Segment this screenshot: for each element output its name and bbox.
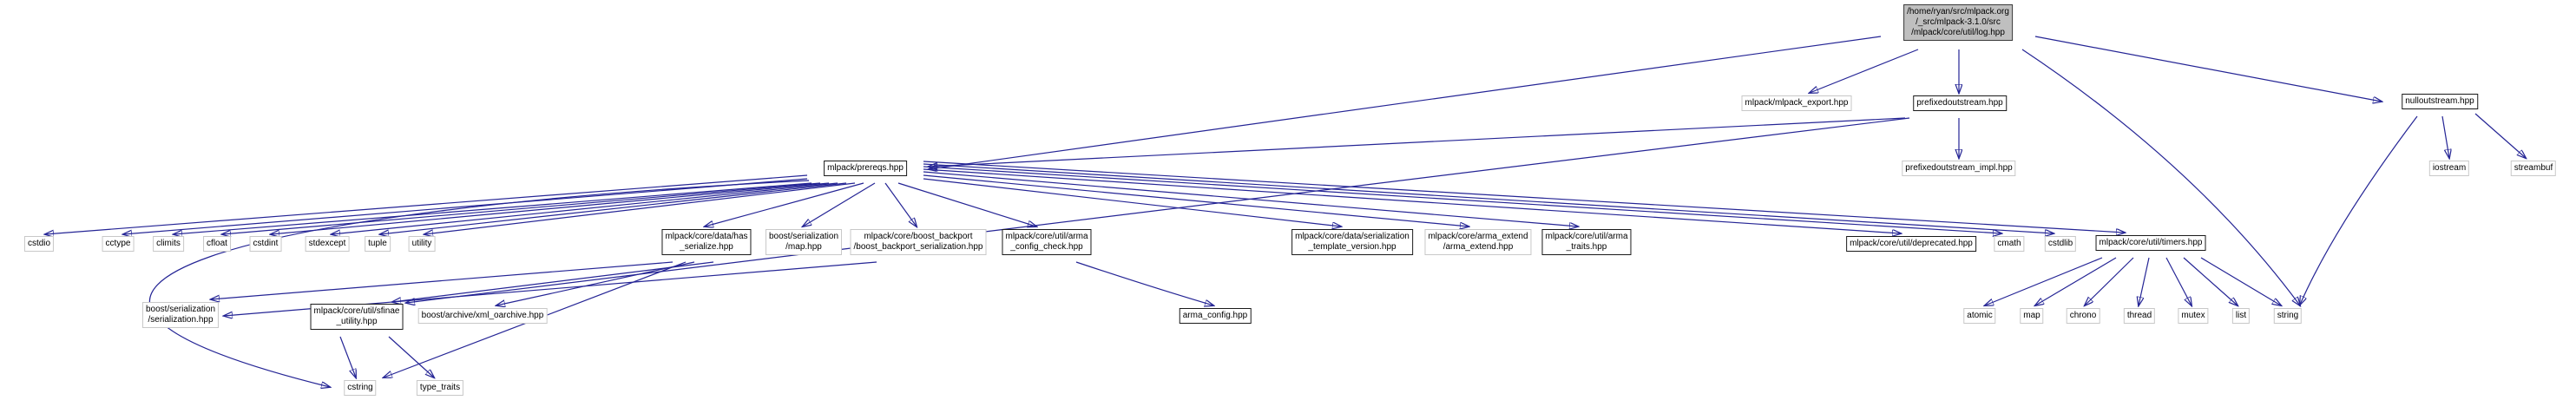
node-prereqs[interactable]: mlpack/prereqs.hpp [824,161,907,176]
edge-prereqs-to-cfloat [222,182,821,234]
edge-prereqs-to-cstdlib [923,163,2054,233]
node-type-traits: type_traits [416,380,464,396]
node-mutex: mutex [2178,308,2209,324]
node-thread: thread [2123,308,2156,324]
edge-log-to-string [2021,49,2300,305]
node-deprecated[interactable]: mlpack/core/util/deprecated.hpp [1846,236,1976,252]
edge-arma-config-check-to-arma-config [1075,261,1213,305]
node-atomic: atomic [1963,308,1996,324]
edge-prereqs-to-tuple [380,182,847,234]
node-cstdio: cstdio [23,236,55,252]
edge-has-serialize-to-xml-oarchive [496,261,695,305]
edge-log-to-nulloutstream [2034,36,2382,102]
node-streambuf: streambuf [2510,161,2557,176]
edge-log-to-prereqs [929,36,1882,169]
edge-timers-to-string [2200,257,2281,305]
edge-prereqs-to-boost-serialization-map [803,182,876,226]
edge-prereqs-to-cstdio [45,174,808,234]
node-has-serialize[interactable]: mlpack/core/data/has _serialize.hpp [661,229,752,255]
edge-prereqs-to-arma-extend [923,174,1469,226]
edge-log-to-mlpack-export [1810,49,1919,93]
node-cstdlib: cstdlib [2044,236,2077,252]
node-cfloat: cfloat [203,236,231,252]
edge-prereqs-to-arma-traits [923,171,1578,226]
node-stdexcept: stdexcept [305,236,350,252]
node-utility: utility [408,236,436,252]
edge-prereqs-to-cstring [148,180,810,387]
edge-prereqs-to-arma-config-check [897,182,1036,226]
edge-nulloutstream-to-string [2300,115,2418,305]
node-mlpack-export: mlpack/mlpack_export.hpp [1741,95,1852,111]
node-prefixedoutstream-impl: prefixedoutstream_impl.hpp [1902,161,2016,176]
edge-prereqs-to-has-serialize [705,182,864,226]
edge-timers-to-mutex [2165,257,2192,305]
edge-nulloutstream-to-streambuf [2474,113,2526,158]
node-boost-serialization-map: boost/serialization /map.hpp [765,229,843,255]
node-boost-serialization: boost/serialization /serialization.hpp [141,302,220,328]
edge-nulloutstream-to-iostream [2441,115,2449,158]
node-nulloutstream[interactable]: nulloutstream.hpp [2402,94,2478,109]
edge-prereqs-to-utility [424,182,856,234]
node-chrono: chrono [2066,308,2100,324]
edge-timers-to-chrono [2085,257,2134,305]
node-timers[interactable]: mlpack/core/util/timers.hpp [2095,235,2206,251]
node-xml-oarchive: boost/archive/xml_oarchive.hpp [417,308,548,324]
edge-prereqs-to-deprecated [923,168,1901,233]
edge-timers-to-thread [2139,257,2150,305]
node-cmath: cmath [1994,236,2025,252]
edge-timers-to-list [2183,257,2238,305]
edge-timers-to-map [2035,257,2117,305]
node-cstring: cstring [344,380,377,396]
node-climits: climits [153,236,184,252]
node-cctype: cctype [102,236,135,252]
node-arma-traits[interactable]: mlpack/core/util/arma _traits.hpp [1541,229,1632,255]
node-arma-config-check[interactable]: mlpack/core/util/arma _config_check.hpp [1002,229,1092,255]
node-arma-extend: mlpack/core/arma_extend /arma_extend.hpp [1424,229,1532,255]
edge-prefixedoutstream-to-sfinae-utility [406,117,1910,303]
node-list: list [2231,308,2251,324]
edge-prereqs-to-cstdint [271,182,830,234]
edge-timers-to-atomic [1985,257,2103,305]
node-log: /home/ryan/src/mlpack.org /_src/mlpack-3… [1903,4,2013,41]
edge-prereqs-to-cmath [923,166,2001,233]
node-arma-config[interactable]: arma_config.hpp [1179,308,1252,324]
node-iostream: iostream [2428,161,2470,176]
edge-prereqs-to-boost-backport-serialization [884,182,917,226]
edge-sfinae-utility-to-type-traits [388,336,434,377]
node-sfinae-utility[interactable]: mlpack/core/util/sfinae _utility.hpp [310,304,404,330]
edge-prereqs-to-climits [174,182,812,234]
node-boost-backport-serialization: mlpack/core/boost_backport /boost_backpo… [850,229,987,255]
edge-prereqs-to-cctype [123,178,808,234]
edge-has-serialize-to-boost-serialization [211,261,674,299]
edge-sfinae-utility-to-cstring [339,336,356,377]
node-tuple: tuple [365,236,391,252]
edge-prereqs-to-timers [923,161,2125,233]
node-prefixedoutstream[interactable]: prefixedoutstream.hpp [1913,95,2007,111]
edge-prereqs-to-stdexcept [332,182,838,234]
node-cstdint: cstdint [249,236,282,252]
node-serialization-template-version[interactable]: mlpack/core/data/serialization _template… [1291,229,1413,255]
edge-has-serialize-to-sfinae-utility [392,261,714,302]
node-map: map [2020,308,2044,324]
node-string: string [2273,308,2303,324]
edge-prefixedoutstream-to-prereqs [929,117,1906,167]
edge-prereqs-to-serialization-template-version [923,178,1341,226]
